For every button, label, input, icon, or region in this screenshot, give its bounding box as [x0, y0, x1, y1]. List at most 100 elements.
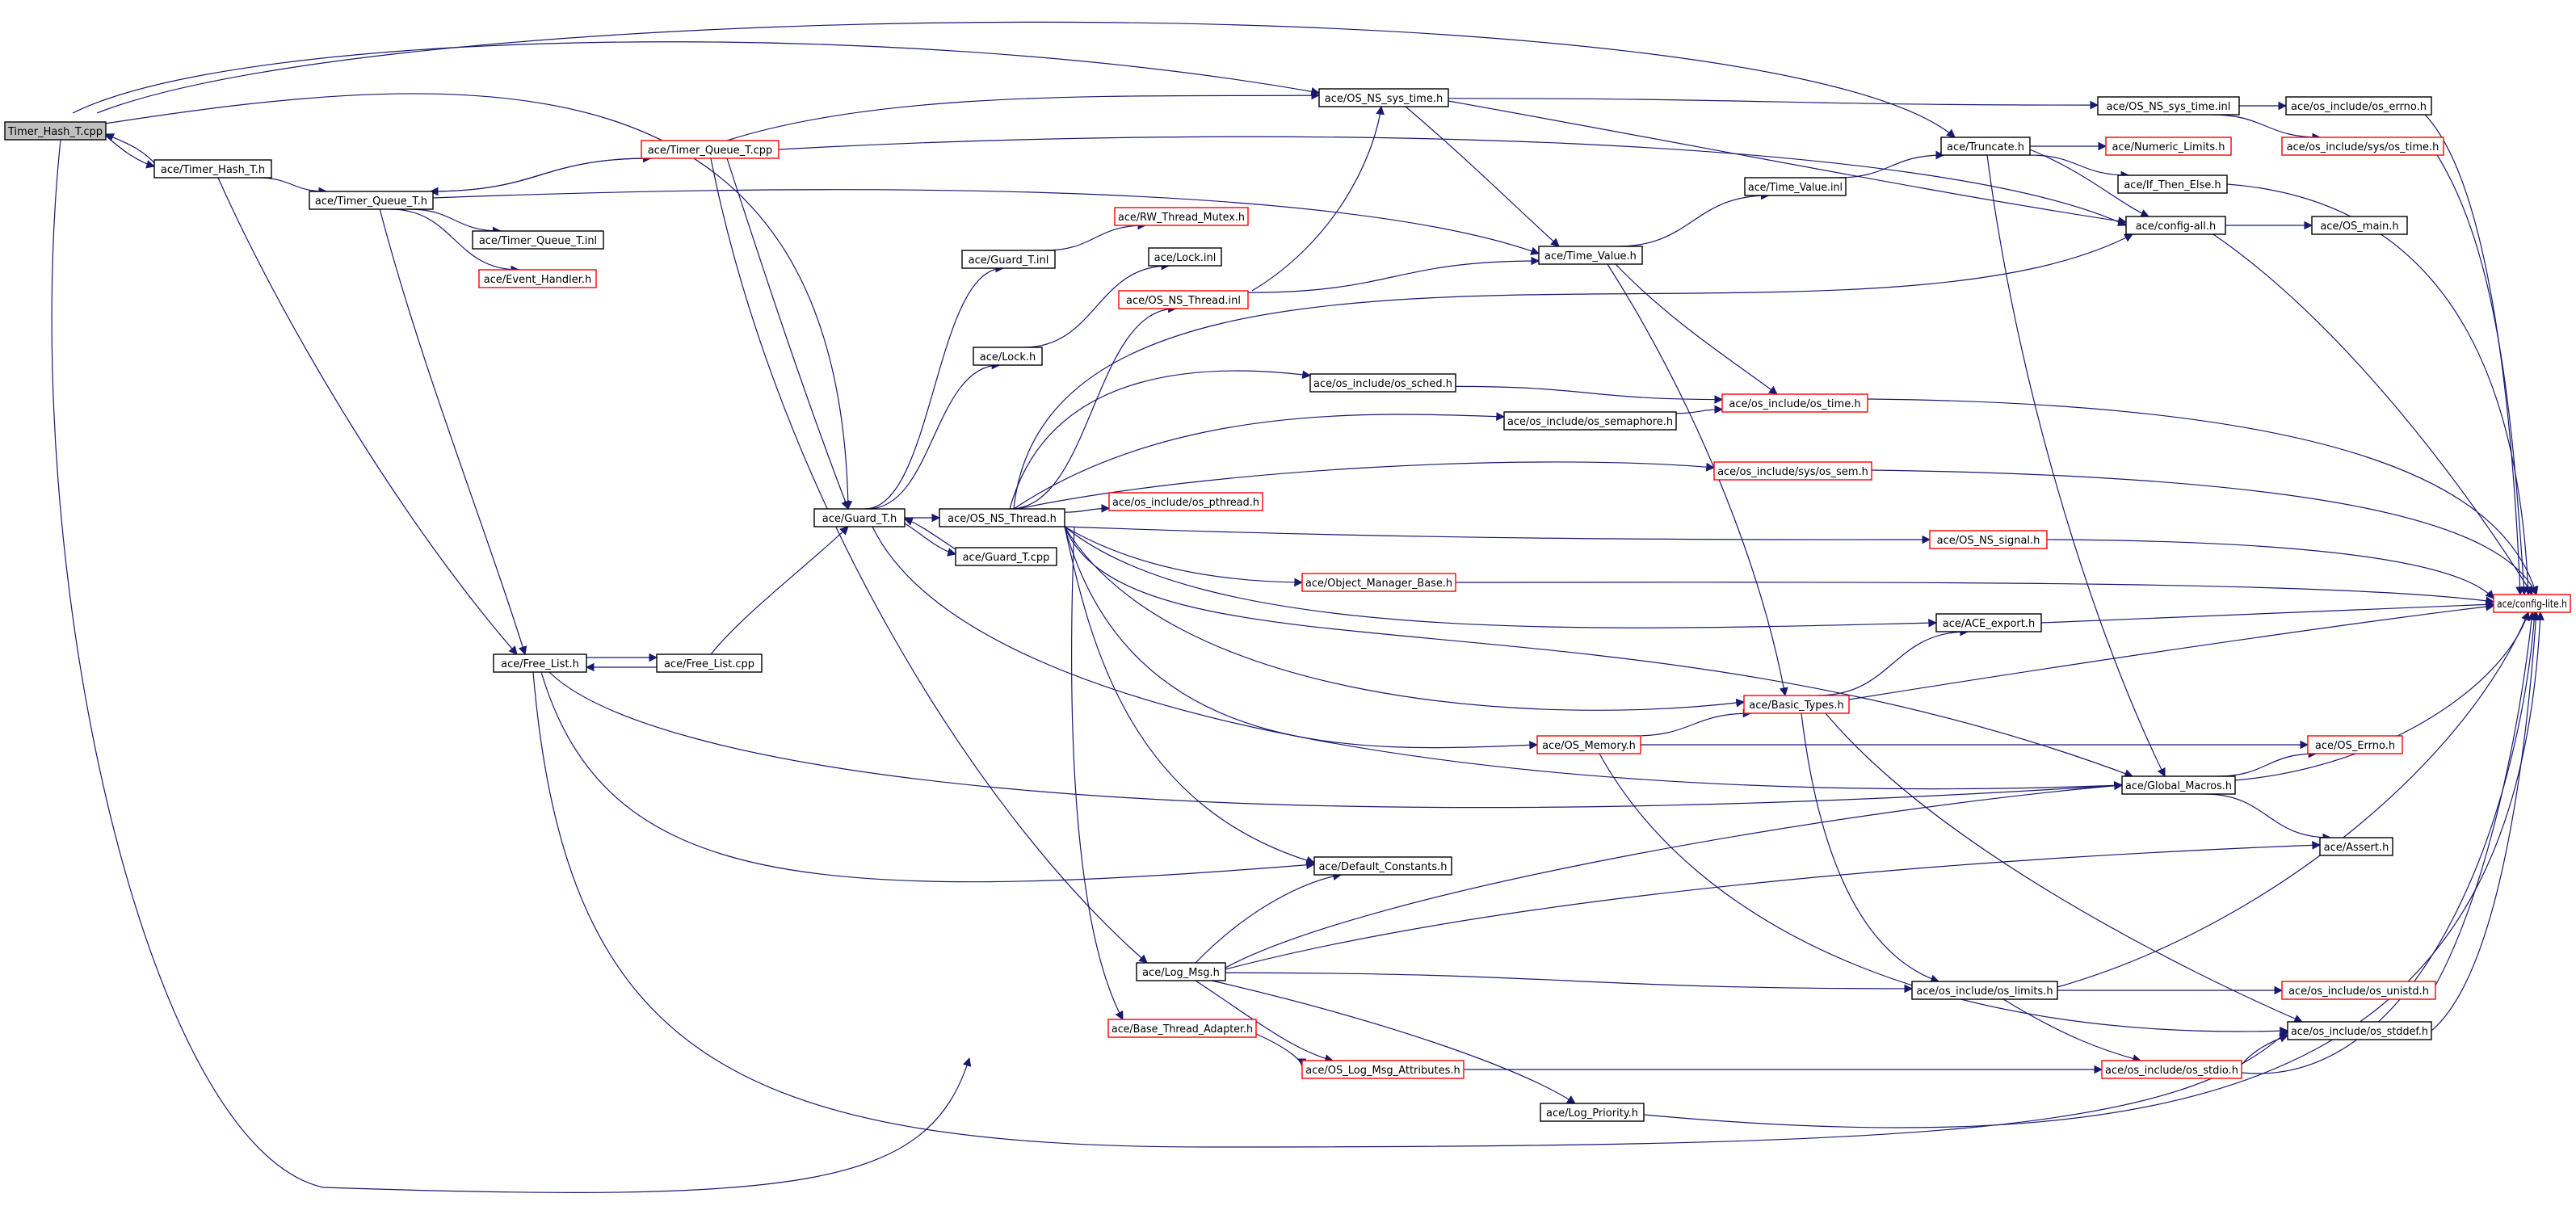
node-os-memory[interactable]: ace/OS_Memory.h — [1536, 735, 1641, 754]
node-truncate-h[interactable]: ace/Truncate.h — [1940, 137, 2031, 156]
node-free-list-cpp[interactable]: ace/Free_List.cpp — [656, 653, 763, 673]
node-if-then-else[interactable]: ace/If_Then_Else.h — [2117, 174, 2228, 194]
edge-os_memory-to-os_stddef — [1599, 753, 2289, 1036]
node-os-sys-time-inl[interactable]: ace/OS_NS_sys_time.inl — [2097, 96, 2240, 116]
edge-os_sys_time_h-to-config_all — [1448, 100, 2128, 225]
node-os-errno[interactable]: ace/os_include/os_errno.h — [2285, 96, 2432, 116]
node-guard-cpp[interactable]: ace/Guard_T.cpp — [955, 547, 1057, 566]
node-box — [2311, 216, 2408, 235]
node-os-thread-h[interactable]: ace/OS_NS_Thread.h — [939, 508, 1065, 527]
node-rw-mutex[interactable]: ace/RW_Thread_Mutex.h — [1114, 207, 1249, 226]
node-box — [2121, 775, 2236, 795]
node-label: ace/OS_NS_sys_time.inl — [2107, 101, 2231, 113]
node-box — [4, 121, 107, 141]
node-config-all[interactable]: ace/config-all.h — [2125, 216, 2226, 235]
node-os-signal[interactable]: ace/OS_NS_signal.h — [1929, 530, 2048, 549]
node-basic-types[interactable]: ace/Basic_Types.h — [1743, 695, 1850, 714]
node-label: ace/Timer_Queue_T.h — [315, 195, 427, 208]
node-box — [1935, 613, 2042, 632]
node-timer-queue-inl[interactable]: ace/Timer_Queue_T.inl — [472, 230, 604, 250]
node-os-stddef[interactable]: ace/os_include/os_stddef.h — [2287, 1021, 2432, 1040]
node-box — [939, 508, 1065, 527]
node-ace-export[interactable]: ace/ACE_export.h — [1935, 613, 2042, 632]
node-default-constants[interactable]: ace/Default_Constants.h — [1313, 856, 1452, 876]
node-timer-queue-cpp[interactable]: ace/Timer_Queue_T.cpp — [641, 140, 780, 159]
node-object-manager[interactable]: ace/Object_Manager_Base.h — [1301, 573, 1456, 592]
node-lock-inl[interactable]: ace/Lock.inl — [1148, 247, 1222, 267]
edge-guard_h-to-guard_inl — [864, 263, 1005, 510]
node-numeric-limits[interactable]: ace/Numeric_Limits.h — [2105, 137, 2232, 156]
node-free-list-h[interactable]: ace/Free_List.h — [493, 653, 587, 673]
node-os-unistd[interactable]: ace/os_include/os_unistd.h — [2281, 981, 2436, 1000]
node-label: ace/Timer_Queue_T.cpp — [648, 145, 773, 157]
edge-os_thread_inl-to-time_value_h — [1247, 256, 1540, 293]
edge-os_thread_inl-to-os_sys_time_h — [1251, 105, 1385, 292]
node-timer-hash-cpp[interactable]: Timer_Hash_T.cpp — [4, 121, 107, 141]
node-time-value-h[interactable]: ace/Time_Value.h — [1538, 246, 1643, 265]
edge-os_thread_h-to-os_memory — [1064, 526, 1539, 750]
node-lock-h[interactable]: ace/Lock.h — [973, 347, 1043, 366]
node-timer-hash-h[interactable]: ace/Timer_Hash_T.h — [153, 159, 272, 179]
edge-os_signal-to-config_lite — [2046, 539, 2494, 599]
node-label: ace/Log_Priority.h — [1546, 1107, 1638, 1120]
node-log-priority[interactable]: ace/Log_Priority.h — [1540, 1103, 1645, 1122]
node-os-semaphore[interactable]: ace/os_include/os_semaphore.h — [1503, 411, 1677, 431]
node-label: ace/Base_Thread_Adapter.h — [1112, 1023, 1253, 1036]
edge-os_stdio-to-os_stddef — [2241, 1034, 2289, 1065]
node-os-sys-sem[interactable]: ace/os_include/sys/os_sem.h — [1713, 461, 1872, 481]
node-os-time[interactable]: ace/os_include/os_time.h — [1721, 393, 1868, 413]
node-event-handler[interactable]: ace/Event_Handler.h — [478, 269, 597, 288]
edge-basic_types-to-config_lite — [1848, 602, 2495, 700]
edge-time_value_h-to-os_time — [1615, 263, 1778, 395]
node-base-thread-adapter[interactable]: ace/Base_Thread_Adapter.h — [1107, 1019, 1257, 1038]
node-os-sys-time-h[interactable]: ace/OS_NS_sys_time.h — [1318, 88, 1449, 107]
node-time-value-inl[interactable]: ace/Time_Value.inl — [1744, 177, 1847, 196]
node-global-macros[interactable]: ace/Global_Macros.h — [2121, 775, 2236, 795]
node-timer-queue-h[interactable]: ace/Timer_Queue_T.h — [309, 191, 434, 210]
node-box — [1309, 373, 1456, 393]
node-config-lite[interactable]: ace/config-lite.h — [2493, 594, 2571, 613]
edge-os_limits-to-config_lite — [2057, 611, 2530, 988]
edge-os_sched-to-os_time — [1455, 385, 1724, 404]
node-label: ace/os_include/sys/os_sem.h — [1717, 466, 1868, 478]
node-os-thread-inl[interactable]: ace/OS_NS_Thread.inl — [1118, 290, 1249, 309]
node-box — [1503, 411, 1677, 431]
node-label: ace/OS_NS_signal.h — [1937, 535, 2040, 547]
node-box — [2319, 837, 2393, 856]
node-os-pthread[interactable]: ace/os_include/os_pthread.h — [1108, 492, 1263, 511]
node-label: ace/os_include/os_stddef.h — [2291, 1026, 2428, 1038]
edge-guard_h-to-lock_h — [868, 360, 1001, 510]
node-box — [2117, 174, 2228, 194]
node-box — [2097, 96, 2240, 116]
node-label: Timer_Hash_T.cpp — [7, 126, 103, 138]
node-label: ace/OS_NS_Thread.inl — [1126, 295, 1241, 307]
node-os-errno-h[interactable]: ace/OS_Errno.h — [2307, 735, 2403, 754]
node-box — [955, 547, 1057, 566]
node-log-msg[interactable]: ace/Log_Msg.h — [1136, 962, 1226, 981]
node-os-stdio[interactable]: ace/os_include/os_stdio.h — [2101, 1060, 2242, 1079]
edge-timer_hash_h-to-free_list_h — [217, 177, 518, 655]
node-log-msg-attributes[interactable]: ace/OS_Log_Msg_Attributes.h — [1301, 1060, 1464, 1079]
edge-guard_h-to-global_macros — [872, 526, 2124, 790]
node-os-limits[interactable]: ace/os_include/os_limits.h — [1911, 981, 2058, 1000]
edge-if_then_else-to-config_lite — [2226, 183, 2532, 596]
node-assert-h[interactable]: ace/Assert.h — [2319, 837, 2393, 856]
node-label: ace/config-all.h — [2136, 221, 2217, 233]
node-box — [1911, 981, 2058, 1000]
node-box — [1107, 1019, 1257, 1038]
node-box — [1318, 88, 1449, 107]
node-label: ace/Guard_T.inl — [969, 254, 1049, 267]
node-guard-h[interactable]: ace/Guard_T.h — [813, 508, 906, 527]
edge-free_list_h-to-default_constants — [540, 671, 1316, 883]
node-os-sched[interactable]: ace/os_include/os_sched.h — [1309, 373, 1456, 393]
node-os-sys-os-time[interactable]: ace/os_include/sys/os_time.h — [2281, 137, 2444, 156]
edge-os_time-to-config_lite — [1867, 398, 2539, 596]
node-box — [2281, 137, 2444, 156]
node-label: ace/os_include/os_time.h — [1729, 398, 1860, 410]
edge-os_sys_sem-to-config_lite — [1871, 469, 2537, 595]
node-os-main[interactable]: ace/OS_main.h — [2311, 216, 2408, 235]
edge-timer_queue_cpp-to-os_sys_time_h — [726, 90, 1321, 141]
edge-os_unistd-to-config_lite — [2435, 611, 2536, 986]
node-guard-inl[interactable]: ace/Guard_T.inl — [961, 250, 1056, 269]
